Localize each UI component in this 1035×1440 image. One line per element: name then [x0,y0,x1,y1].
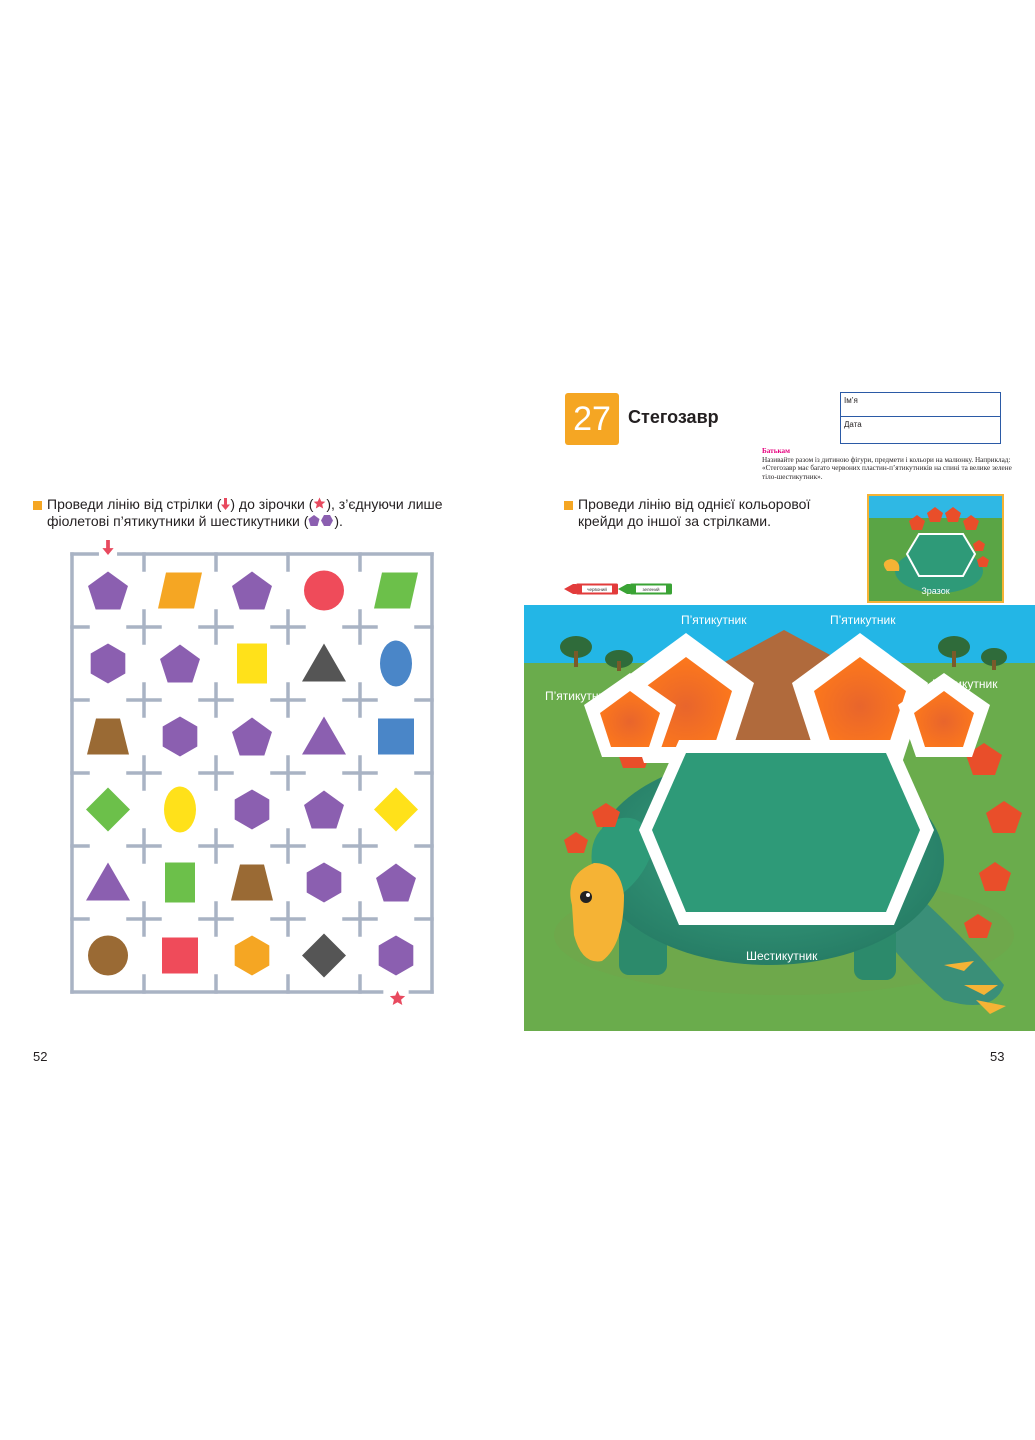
triangle-gray-shape[interactable] [302,643,346,682]
rectangle-yellow-shape[interactable] [237,643,267,684]
diamond-green-shape[interactable] [86,787,130,832]
pentagon-purple-shape[interactable] [232,571,272,610]
lesson-number-badge: 27 [565,393,619,445]
trapezoid-brown-shape[interactable] [231,864,273,901]
square-blue-shape[interactable] [378,718,414,755]
parents-label: Батькам [762,447,791,455]
square-red-shape[interactable] [162,937,198,974]
arrow-down-icon [221,498,231,510]
stegosaurus-illustration: П’ятикутник П’ятикутник П’ятикутник П’ят… [524,605,1035,1031]
parents-text: Називайте разом із дитиною фігури, предм… [762,455,1012,481]
hexagon-purple-shape[interactable] [162,716,198,757]
task-bullet-left [33,501,42,510]
task-text-1: Проведи лінію від стрілки ( [47,496,222,512]
label-pentagon-left: П’ятикутник [545,689,611,703]
maze-start-arrow-icon [102,540,114,555]
triangle-purple-shape[interactable] [86,862,130,901]
sample-thumbnail: Зразок [867,494,1004,603]
task-right-line1: Проведи лінію від однієї кольорової [578,496,811,512]
pentagon-purple-shape[interactable] [88,571,128,610]
task-text-5: ). [334,513,343,529]
name-field[interactable]: Ім’я [841,393,1000,417]
label-pentagon-top-left: П’ятикутник [681,613,747,627]
task-text-3: ), з’єднуючи лише [326,496,443,512]
sample-stegosaurus-illustration [869,496,1002,601]
sample-label: Зразок [921,586,950,596]
task-instruction-right: Проведи лінію від однієї кольорової крей… [578,496,858,530]
name-date-box: Ім’я Дата [840,392,1001,444]
date-label: Дата [844,420,862,429]
shape-maze[interactable] [68,550,438,995]
pentagon-purple-shape[interactable] [304,790,344,829]
task-text-2: ) до зірочки ( [230,496,314,512]
green-crayon-label: зелений [642,586,659,592]
lesson-title: Стегозавр [628,407,719,427]
parallelogram-orange-shape[interactable] [158,572,202,609]
pentagon-plates [584,633,990,763]
parallelogram-green-shape[interactable] [374,572,418,609]
diamond-gray-shape[interactable] [302,933,346,978]
green-crayon-icon: зелений [618,583,672,595]
ellipse-blue-shape[interactable] [380,640,412,687]
trapezoid-brown-shape[interactable] [87,718,129,755]
task-bullet-right [564,501,573,510]
hexagon-orange-shape[interactable] [234,935,270,976]
hexagon-purple-shape[interactable] [90,643,126,684]
parents-note: Батькам Називайте разом із дитиною фігур… [762,447,1012,481]
page-number-left: 52 [33,1049,48,1064]
triangle-purple-shape[interactable] [302,716,346,755]
red-crayon-icon: червоний [564,583,618,595]
label-pentagon-right: П’ятикутник [932,677,998,691]
name-label: Ім’я [844,396,858,405]
hexagon-purple-shape[interactable] [234,789,270,830]
diamond-yellow-shape[interactable] [374,787,418,832]
date-field[interactable]: Дата [841,417,1000,441]
stegosaurus-scene [524,605,1035,1031]
rectangle-green-shape[interactable] [165,862,195,903]
red-crayon-label: червоний [587,586,607,592]
task-right-line2: крейди до іншої за стрілками. [578,513,772,529]
pentagon-purple-shape[interactable] [376,863,416,902]
star-icon [314,497,326,509]
task-instruction-left: Проведи лінію від стрілки ( ) до зірочки … [47,496,447,530]
pentagon-purple-shape[interactable] [160,644,200,683]
hexagon-purple-shape[interactable] [306,862,342,903]
hexagon-purple-shape[interactable] [378,935,414,976]
circle-red-shape[interactable] [304,570,344,611]
label-hexagon: Шестикутник [746,949,818,963]
task-text-4: фіолетові п’ятикутники й шестикутники ( [47,513,309,529]
pentagon-hexagon-icon [308,515,334,526]
ellipse-yellow-shape[interactable] [164,786,196,833]
pentagon-purple-shape[interactable] [232,717,272,756]
maze-end-star-icon [389,990,406,1006]
trees [560,636,1007,671]
page-number-right: 53 [990,1049,1005,1064]
circle-brown-shape[interactable] [88,935,128,976]
label-pentagon-top-right: П’ятикутник [830,613,896,627]
